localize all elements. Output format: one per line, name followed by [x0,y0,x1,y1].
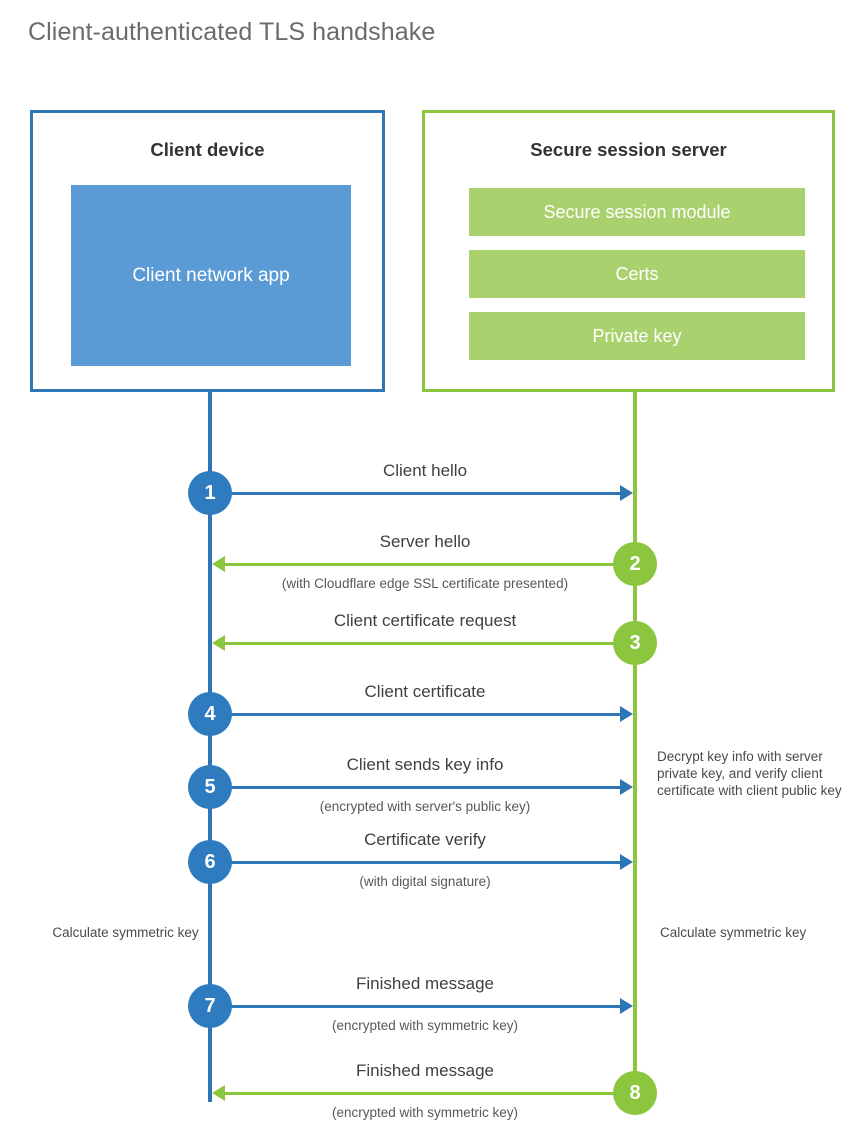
server-calculate-symmetric-key-note: Calculate symmetric key [660,925,807,940]
step-2-arrow-head-icon [212,556,225,572]
step-2-arrow-shaft [224,563,635,566]
secure-session-server-box: Secure session server Secure session mod… [422,110,835,392]
step-7-arrow-shaft [210,1005,621,1008]
step-3-badge: 3 [613,621,657,665]
secure-session-server-title: Secure session server [530,139,727,160]
step-6-sublabel: (with digital signature) [359,874,491,889]
step-7-badge: 7 [188,984,232,1028]
step-1-arrow-head-icon [620,485,633,501]
step-8-badge: 8 [613,1071,657,1115]
server-component-certs: Certs [469,250,805,298]
step-6-arrow-shaft [210,861,621,864]
step-3-arrow-shaft [224,642,635,645]
step-1-badge: 1 [188,471,232,515]
client-calculate-symmetric-key-note: Calculate symmetric key [52,925,199,940]
step-7-label: Finished message [356,974,494,993]
step-8-arrow-shaft [224,1092,635,1095]
step-4-badge: 4 [188,692,232,736]
step-8-label: Finished message [356,1061,494,1080]
step-7-arrow-head-icon [620,998,633,1014]
step-2-sublabel: (with Cloudflare edge SSL certificate pr… [281,576,569,591]
step-1-arrow-shaft [210,492,621,495]
step-8-arrow-head-icon [212,1085,225,1101]
step-2-badge: 2 [613,542,657,586]
step-3-label: Client certificate request [333,611,517,630]
step-6-badge: 6 [188,840,232,884]
step-4-arrow-shaft [210,713,621,716]
step-4-label: Client certificate [364,682,486,701]
server-component-private-key: Private key [469,312,805,360]
step-7-sublabel: (encrypted with symmetric key) [331,1018,519,1033]
step-5-badge: 5 [188,765,232,809]
step-8-sublabel: (encrypted with symmetric key) [331,1105,519,1120]
server-decrypt-note: Decrypt key info with server private key… [657,749,842,798]
step-4-arrow-head-icon [620,706,633,722]
server-component-secure-session-module: Secure session module [469,188,805,236]
step-5-sublabel: (encrypted with server's public key) [319,799,531,814]
client-lifeline [208,392,212,1102]
step-3-arrow-head-icon [212,635,225,651]
client-network-app-block: Client network app [71,185,351,366]
step-2-label: Server hello [379,532,471,551]
step-1-label: Client hello [382,461,468,480]
server-component-list: Secure session module Certs Private key [469,188,805,360]
page-title: Client-authenticated TLS handshake [28,18,436,46]
server-lifeline [633,392,637,1093]
step-6-label: Certificate verify [364,830,486,849]
client-device-box: Client device Client network app [30,110,385,392]
client-device-title: Client device [150,139,265,160]
step-5-label: Client sends key info [346,755,504,774]
step-6-arrow-head-icon [620,854,633,870]
step-5-arrow-head-icon [620,779,633,795]
step-5-arrow-shaft [210,786,621,789]
